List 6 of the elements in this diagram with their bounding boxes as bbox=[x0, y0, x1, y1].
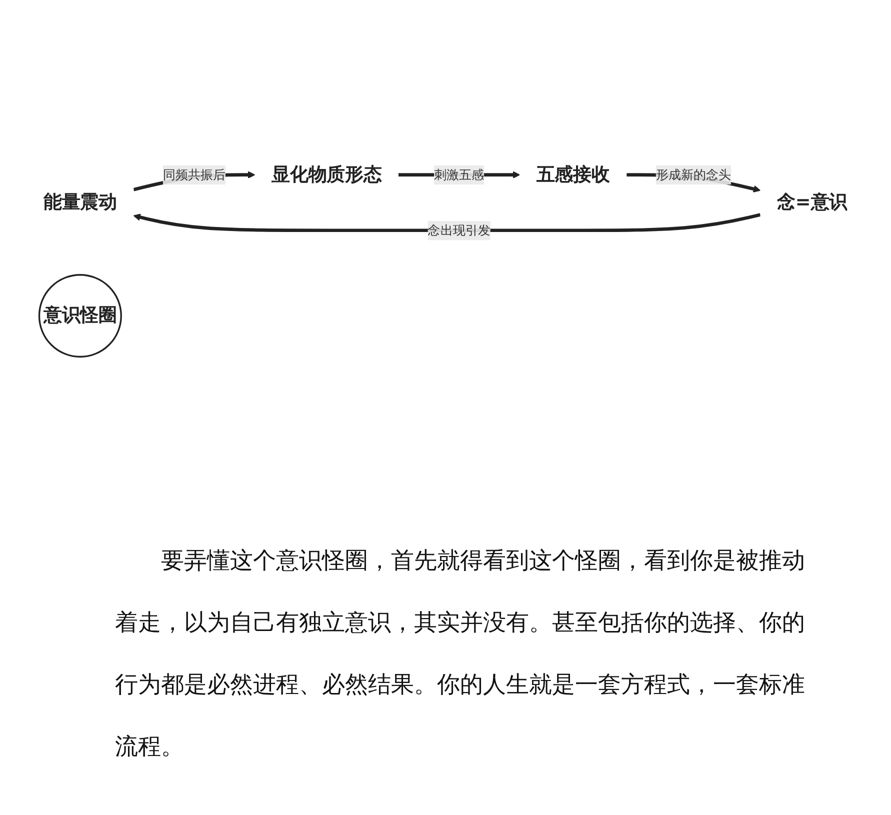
caption: 要弄懂这个意识怪圈，首先就得看到这个怪圈，看到你是被推动着走，以为自己有独立意识，其实并没有。甚至包括你的选择、你的行为都是必然进程、必然结果。你的人生就是一套方程式，一套标准流程。 bbox=[115, 547, 806, 762]
edge-label: 念出现引发 bbox=[428, 221, 490, 240]
arrow bbox=[133, 213, 761, 232]
edge-label: 刺激五感 bbox=[434, 166, 484, 184]
edge-label: 同频共振后 bbox=[162, 166, 226, 184]
edge-label: 形成新的念头 bbox=[656, 166, 732, 184]
